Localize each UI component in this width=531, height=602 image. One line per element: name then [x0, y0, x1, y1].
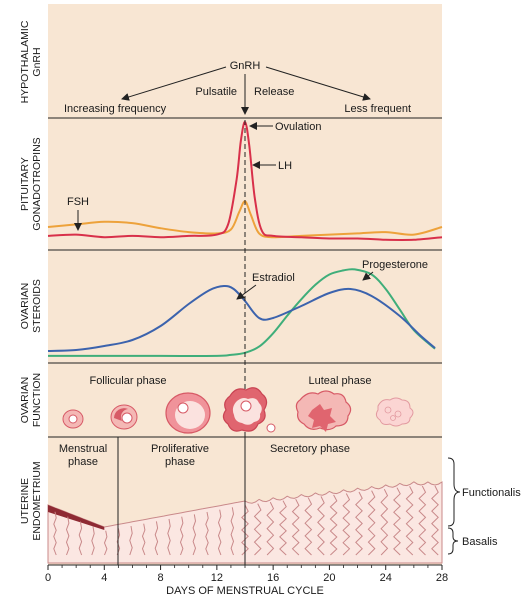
endometrial-gland: [418, 485, 427, 556]
label-hypothalamic-line1: HYPOTHALAMIC: [19, 20, 31, 103]
endometrial-gland: [91, 526, 95, 556]
corpus-albicans: [375, 397, 414, 427]
endometrial-gland: [179, 516, 184, 556]
menstrual-phase-label-2: phase: [68, 456, 98, 468]
pulsatile-label: Pulsatile: [195, 86, 237, 98]
follicle-antral: [165, 392, 211, 434]
endometrial-gland: [141, 523, 146, 556]
x-tick-label-8: 8: [158, 572, 164, 584]
endometrial-gland: [65, 516, 70, 556]
follicle-primary: [110, 404, 138, 430]
endometrial-gland: [241, 504, 249, 556]
x-tick-label-28: 28: [436, 572, 448, 584]
label-ovarian-function-line1: OVARIAN: [19, 377, 31, 423]
endometrial-gland: [405, 486, 414, 556]
x-tick-label-20: 20: [323, 572, 335, 584]
progesterone-curve: [47, 268, 436, 357]
secretory-phase-label: Secretory phase: [270, 443, 350, 455]
ovulation-label: Ovulation: [275, 121, 321, 133]
arrow-estradiol: [236, 284, 257, 300]
follicle-primordial: [62, 409, 84, 429]
arrow-progesterone: [362, 271, 374, 281]
menstrual-phase-label-1: Menstrual: [59, 443, 107, 455]
label-pituitary: PITUITARY GONADOTROPINS: [19, 137, 43, 230]
label-ovarian-steroids: OVARIAN STEROIDS: [19, 279, 43, 333]
endometrial-gland: [329, 494, 338, 556]
endometrial-gland: [304, 497, 313, 556]
label-uterine-line2: ENDOMETRIUM: [31, 461, 43, 540]
x-tick-label-0: 0: [45, 572, 51, 584]
functionalis-brace: [447, 457, 461, 527]
endometrial-gland: [431, 485, 439, 556]
gnrh-label: GnRH: [230, 60, 261, 72]
endometrial-gland: [192, 514, 197, 556]
increasing-frequency-label: Increasing frequency: [64, 103, 167, 115]
endometrial-gland: [129, 526, 133, 556]
x-tick-label-24: 24: [380, 572, 392, 584]
endometrial-gland: [342, 493, 351, 556]
label-uterine: UTERINE ENDOMETRIUM: [19, 461, 43, 540]
progesterone-label: Progesterone: [362, 259, 428, 271]
x-tick-label-4: 4: [101, 572, 107, 584]
fsh-label: FSH: [67, 196, 89, 208]
endometrial-gland: [279, 500, 287, 556]
label-hypothalamic-line2: GnRH: [31, 47, 43, 76]
menstrual-blood: [48, 505, 105, 530]
label-ovarian-function-line2: FUNCTION: [31, 373, 43, 427]
endometrial-gland: [167, 518, 171, 556]
basalis-brace: [447, 527, 459, 555]
follicular-phase-label: Follicular phase: [89, 375, 166, 387]
label-ovarian-steroids-line2: STEROIDS: [31, 279, 43, 333]
label-ovarian-function: OVARIAN FUNCTION: [19, 373, 43, 427]
basalis-label: Basalis: [462, 536, 498, 548]
proliferative-phase-label-2: phase: [165, 456, 195, 468]
label-ovarian-steroids-line1: OVARIAN: [19, 283, 31, 329]
endometrial-gland: [205, 511, 209, 556]
endometrial-gland: [53, 511, 57, 556]
endometrial-gland: [380, 488, 389, 556]
arrow-less-frequent: [265, 66, 371, 101]
estradiol-label: Estradiol: [252, 272, 295, 284]
proliferative-phase-label-1: Proliferative: [151, 443, 209, 455]
endometrial-gland: [217, 509, 222, 556]
endometrial-gland: [355, 491, 363, 556]
endometrial-gland: [266, 501, 275, 556]
endometrial-gland: [317, 496, 325, 556]
label-pituitary-line2: GONADOTROPINS: [31, 137, 43, 230]
label-hypothalamic: HYPOTHALAMIC GnRH: [19, 20, 43, 103]
endometrial-gland: [253, 503, 262, 556]
functionalis-label: Functionalis: [462, 487, 521, 499]
release-label: Release: [254, 86, 294, 98]
endometrial-gland: [367, 490, 376, 556]
endometrial-gland: [393, 487, 401, 556]
corpus-luteum-early: [295, 390, 352, 432]
lh-label: LH: [278, 160, 292, 172]
endometrial-glands: [53, 485, 439, 556]
endometrial-gland: [154, 521, 159, 556]
x-tick-label-12: 12: [211, 572, 223, 584]
endometrial-gland: [103, 530, 108, 556]
less-frequent-label: Less frequent: [344, 103, 411, 115]
label-pituitary-line1: PITUITARY: [19, 157, 31, 211]
luteal-phase-label: Luteal phase: [309, 375, 372, 387]
x-axis-title: DAYS OF MENSTRUAL CYCLE: [166, 585, 324, 597]
arrow-increasing-frequency: [121, 66, 227, 101]
endometrial-gland: [230, 507, 235, 556]
x-tick-label-16: 16: [267, 572, 279, 584]
endometrial-gland: [116, 528, 121, 556]
endometrial-gland: [78, 521, 83, 556]
follicle-ovulating: [222, 387, 276, 433]
label-uterine-line1: UTERINE: [19, 478, 31, 524]
endometrial-gland: [291, 498, 300, 556]
x-axis-ticks: 0 4 8 12 16 20 24 28: [45, 565, 448, 584]
